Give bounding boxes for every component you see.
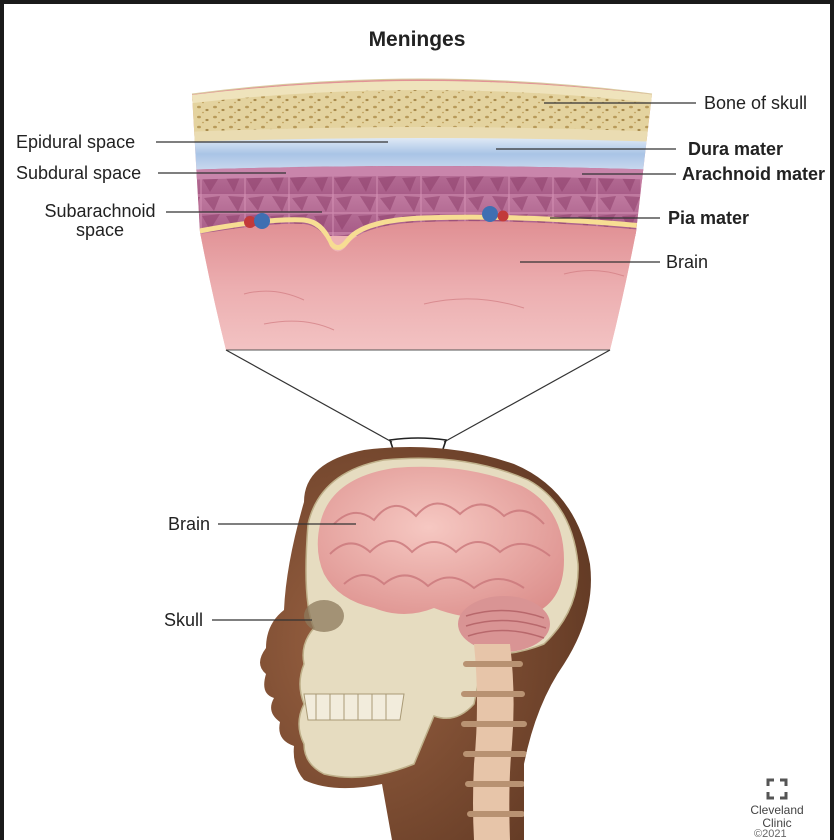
artery-icon <box>497 210 509 222</box>
label-bone-of-skull: Bone of skull <box>704 93 808 113</box>
logo-line1: Cleveland <box>750 803 804 817</box>
label-pia-mater: Pia mater <box>668 208 750 228</box>
label-dura-mater: Dura mater <box>688 139 784 159</box>
label-epidural-space: Epidural space <box>16 132 136 152</box>
meninges-diagram <box>156 78 788 840</box>
label-subarachnoid-space: Subarachnoid space <box>38 202 162 240</box>
label-brain-head: Brain <box>168 514 211 534</box>
label-skull: Skull <box>164 610 204 630</box>
label-subarachnoid-line2: space <box>75 220 125 240</box>
vein-icon <box>254 213 270 229</box>
leader-lines <box>156 102 696 621</box>
head-illustration <box>260 447 591 840</box>
zoom-line-right <box>443 349 611 443</box>
pia-layer <box>192 214 652 250</box>
logo-line2: Clinic <box>762 816 792 830</box>
meninges-cross-section <box>192 79 652 350</box>
artery-icon <box>244 216 256 228</box>
bone-layer <box>192 81 652 142</box>
zoom-line-left <box>225 349 393 443</box>
figure-canvas: Meninges <box>4 4 830 840</box>
vein-icon <box>482 206 498 222</box>
label-brain-detail: Brain <box>666 252 709 272</box>
label-arachnoid-mater: Arachnoid mater <box>682 164 826 184</box>
cleveland-clinic-logo-icon <box>766 778 788 800</box>
label-subarachnoid-line1: Subarachnoid <box>44 201 156 221</box>
logo-text: Cleveland Clinic <box>740 804 814 830</box>
figure-title: Meninges <box>368 28 466 51</box>
copyright-text: ©2021 <box>754 828 787 840</box>
label-subdural-space: Subdural space <box>16 163 142 183</box>
dura-layer <box>192 138 652 170</box>
